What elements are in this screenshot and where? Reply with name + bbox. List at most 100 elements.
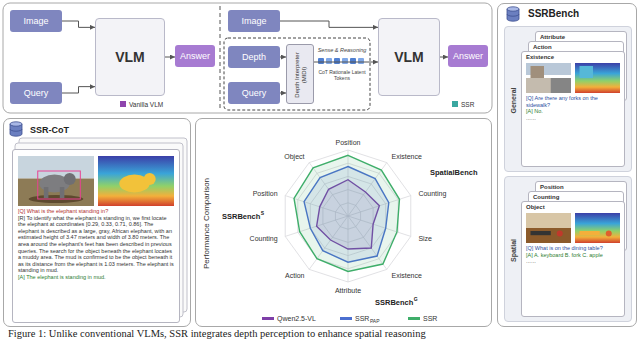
node-text: SSRBench — [528, 8, 632, 19]
node-text: [A] The elephant is standing in mud. — [18, 274, 174, 281]
legend-swatch — [120, 101, 126, 107]
legend-item: Vanilla VLM — [120, 99, 163, 109]
sidewalk — [526, 78, 571, 93]
connector-arrow — [62, 87, 95, 93]
road — [551, 78, 571, 93]
node-text: Object — [526, 204, 620, 211]
input-box: Image — [10, 10, 62, 32]
photo — [18, 156, 94, 206]
connector-arrow — [62, 21, 95, 27]
input-box: Image — [228, 10, 280, 32]
depth-object — [606, 230, 612, 236]
vlm-box: VLM — [95, 18, 165, 96]
node-text: [Q] Are there any forks on the sidewalk? — [526, 95, 620, 108]
dashed-divider — [220, 6, 221, 110]
legend-item: Qwen2.5-VL — [262, 313, 316, 323]
latent-token — [342, 58, 348, 64]
text-label: Existence — [391, 272, 421, 279]
node-text: VLM — [394, 49, 424, 65]
node-text: General — [510, 50, 517, 150]
node-text: Query — [24, 88, 49, 98]
legend-swatch — [408, 317, 420, 320]
node-text: Position — [540, 184, 622, 191]
node-text: Performance Comparison — [202, 143, 211, 303]
answer-box: Answer — [448, 45, 488, 67]
text-label: SSRBench — [222, 212, 260, 221]
sample-card: Object [Q] What is on the dining table?[A… — [521, 201, 625, 317]
sample-card: Existence[Q] Are there any forks on the … — [521, 51, 625, 167]
node-text: [R] To identify what the elephant is sta… — [18, 215, 174, 274]
node-text: VLM — [115, 49, 145, 65]
node-text: SSR-CoT — [30, 125, 186, 135]
keyboard — [531, 231, 551, 235]
database-top — [507, 7, 519, 11]
legend-item: SSR — [408, 313, 437, 323]
connector-arrow — [165, 57, 175, 58]
legend-text: Vanilla VLM — [129, 101, 163, 108]
text-label: Counting — [418, 190, 446, 197]
node-text: Answer — [180, 51, 210, 61]
building — [531, 66, 545, 78]
node-text: Depth — [242, 52, 266, 62]
text-label: G — [414, 296, 418, 302]
elephant-leg — [44, 187, 49, 198]
depth-map — [575, 213, 620, 243]
wall — [526, 213, 571, 243]
dashed-region — [224, 38, 370, 110]
text-label: Attribute — [335, 287, 361, 294]
card-picture — [526, 213, 620, 243]
benchmark-panel: SSRBenchGeneralAttributeActionExistence[… — [497, 3, 637, 327]
category-region: SpatialPositionCountingObject[Q] What is… — [504, 176, 632, 322]
legend-text: SSR — [423, 315, 437, 322]
legend-item: SSR — [452, 99, 474, 109]
answer-box: Answer — [175, 45, 215, 67]
database-icon — [507, 7, 519, 21]
photo — [526, 213, 571, 243]
depth-ground — [98, 156, 174, 206]
database-icon — [10, 122, 22, 136]
photo — [526, 63, 571, 93]
legend-item: SSR — [340, 313, 369, 323]
text-label: Action — [285, 272, 304, 279]
text-label: Object — [284, 153, 304, 160]
vlm-box: VLM — [378, 18, 440, 96]
database-top — [10, 122, 22, 126]
card-picture — [18, 156, 174, 206]
dataset-panel: SSR-CoT [Q] What is the elephant standing… — [3, 118, 191, 327]
radar-grid — [285, 150, 411, 282]
legend-swatch — [452, 101, 458, 107]
cot-card: [Q] What is the elephant standing in?[R]… — [12, 149, 180, 323]
legend-swatch — [262, 317, 274, 320]
elephant-head — [64, 173, 76, 185]
latent-token — [326, 58, 332, 64]
legend-text: SSR — [355, 315, 369, 322]
node-text: [Q] What is the elephant standing in? — [18, 208, 174, 215]
input-box: Depth — [228, 46, 280, 68]
legend-text: SSR — [461, 101, 474, 108]
chart-panel: Performance Comparison — [195, 118, 492, 327]
depth-interpreter-box: Depth Interpreter (MIDI) — [286, 44, 314, 104]
apple — [557, 230, 563, 236]
node-text: Depth Interpreter (MIDI) — [294, 47, 308, 103]
node-text: Image — [23, 16, 48, 26]
latent-token — [350, 58, 356, 64]
node-text: Query — [242, 88, 267, 98]
text-label: SSRBench — [375, 298, 413, 307]
depth-object — [144, 173, 156, 185]
panel-outline — [3, 3, 492, 113]
node-text: [Q] What is on the dining table? — [526, 245, 620, 252]
text-label: Position — [336, 139, 361, 146]
depth-map — [575, 63, 620, 93]
node-text: Action — [533, 44, 619, 51]
category-region: GeneralAttributeActionExistence[Q] Are t… — [504, 26, 632, 172]
node-text: [A] No. — [526, 108, 620, 115]
database-ring — [10, 129, 22, 131]
text-label: Counting — [250, 235, 278, 242]
text-label: Existence — [391, 153, 421, 160]
node-text: Spatial — [510, 200, 517, 300]
depth-ground — [575, 213, 620, 243]
card-picture — [526, 63, 620, 93]
node-text: [A] A. keyboard B. fork C. apple — [526, 252, 620, 259]
depth-ground — [575, 63, 620, 93]
